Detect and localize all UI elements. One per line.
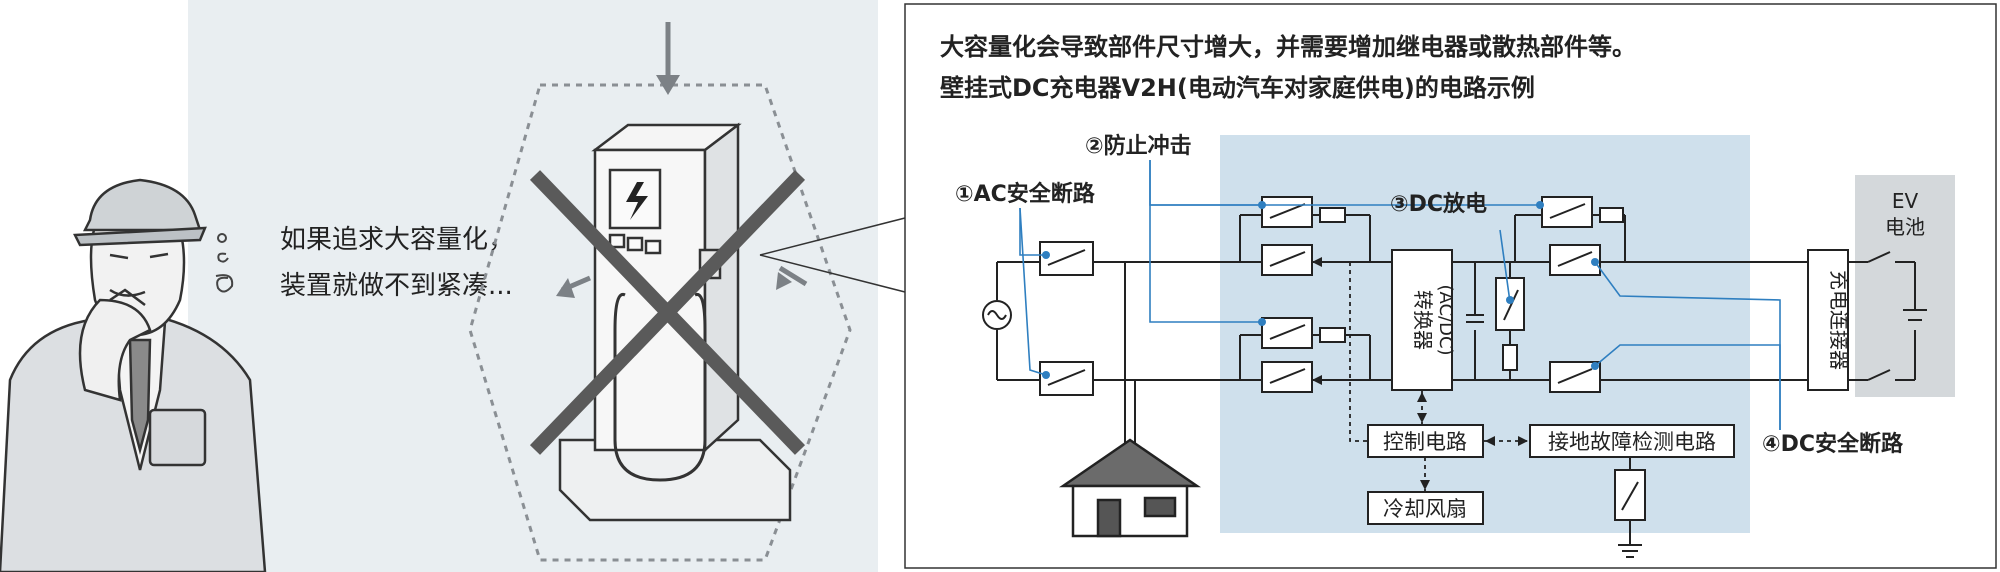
charge-connector-label: 充电连接器 bbox=[1827, 270, 1851, 370]
label-inrush-prevention: ②防止冲击 bbox=[1085, 134, 1192, 159]
control-signal-lines bbox=[1318, 261, 1530, 492]
callout-dots bbox=[1042, 201, 1599, 379]
headline: 大容量化会导致部件尺寸增大，并需要增加继电器或散热部件等。 bbox=[940, 33, 1636, 61]
cross-out-mark bbox=[529, 170, 806, 455]
label-dc-discharge: ③DC放电 bbox=[1390, 191, 1487, 217]
callout-leader-lines bbox=[1019, 160, 1781, 430]
thought-text-line1: 如果追求大容量化， bbox=[280, 225, 514, 255]
ev-battery-box bbox=[1855, 175, 1955, 397]
discharge-resistor bbox=[1502, 344, 1518, 371]
compression-arrows bbox=[556, 22, 808, 298]
cooling-fan-label: 冷却风扇 bbox=[1383, 497, 1467, 521]
converter-label-line1: 转换器 bbox=[1411, 290, 1435, 350]
inrush-relay-4 bbox=[1261, 361, 1313, 393]
label-dc-breaker: ④DC安全断路 bbox=[1762, 431, 1904, 457]
control-circuit-label: 控制电路 bbox=[1383, 430, 1467, 454]
converter-label-line2: (AC/DC) bbox=[1435, 284, 1456, 355]
main-wiring bbox=[996, 214, 1927, 558]
worker-figure bbox=[0, 178, 267, 572]
ev-label-line2: 电池 bbox=[1885, 215, 1925, 239]
resistors bbox=[1319, 207, 1624, 343]
ground-fault-label: 接地故障检测电路 bbox=[1548, 430, 1716, 454]
control-signal-arrowheads bbox=[1312, 257, 1528, 490]
thought-text-line2: 装置就做不到紧凑... bbox=[280, 271, 513, 301]
cooling-fan-box bbox=[1367, 491, 1484, 525]
ev-label-line1: EV bbox=[1892, 189, 1919, 213]
label-ac-breaker: ①AC安全断路 bbox=[955, 181, 1096, 207]
charge-connector-box bbox=[1807, 249, 1849, 391]
zoom-callout-lines bbox=[759, 217, 906, 293]
relay-switches bbox=[1039, 196, 1646, 521]
ground-fault-box bbox=[1529, 424, 1735, 458]
dc-relay-top bbox=[1549, 244, 1601, 276]
left-illustration: 如果追求大容量化， 装置就做不到紧凑... bbox=[0, 0, 878, 572]
house-icon bbox=[1058, 438, 1202, 538]
converter-box bbox=[1391, 249, 1453, 391]
relay-contacts bbox=[1047, 203, 1639, 511]
subtitle: 壁挂式DC充电器V2H(电动汽车对家庭供电)的电路示例 bbox=[940, 74, 1535, 102]
thought-bubble-icon bbox=[215, 233, 234, 293]
right-panel: 大容量化会导致部件尺寸增大，并需要增加继电器或散热部件等。 壁挂式DC充电器V2… bbox=[904, 3, 1997, 569]
ac-relay-top bbox=[1039, 241, 1094, 276]
